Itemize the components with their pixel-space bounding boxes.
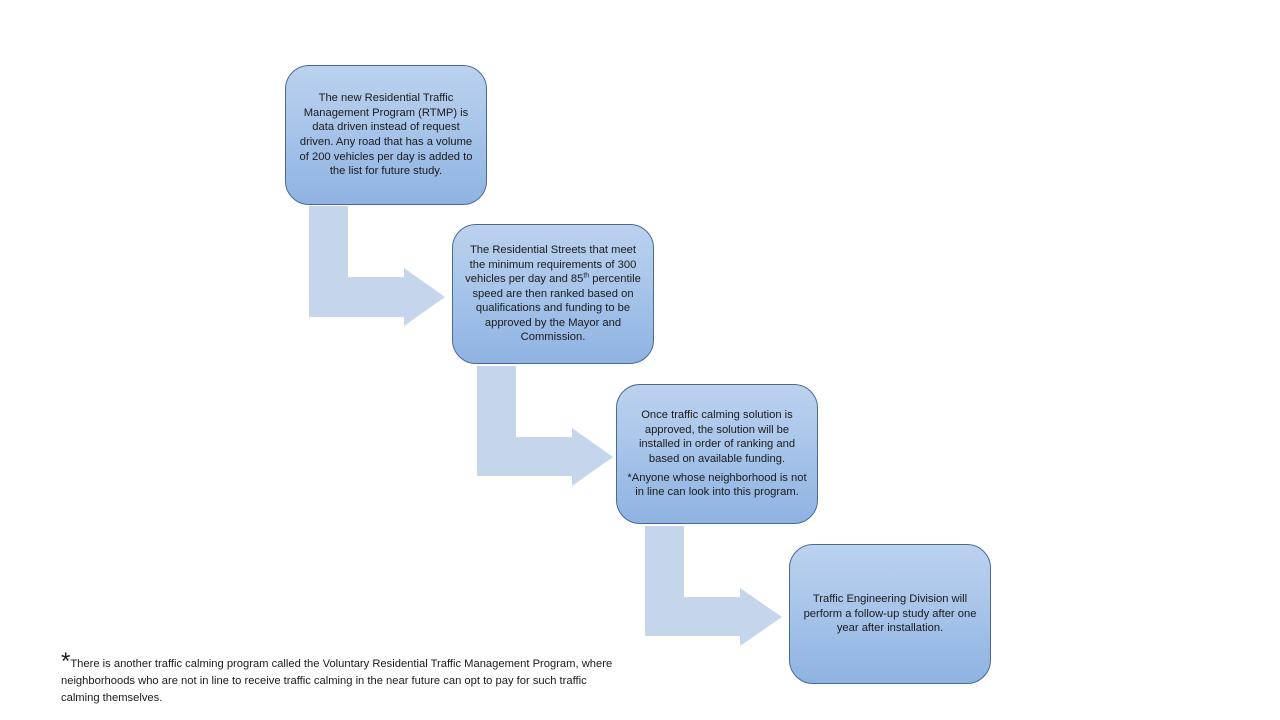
step-2-box: The Residential Streets that meet the mi…: [452, 224, 654, 364]
step-4-box: Traffic Engineering Division will perfor…: [789, 544, 991, 684]
step-1-text: The new Residential Traffic Management P…: [299, 92, 473, 178]
step-3-note: *Anyone whose neighborhood is not in lin…: [627, 471, 807, 499]
bent-arrow-2-shape: [477, 366, 613, 486]
bent-arrow-1-shape: [309, 206, 445, 326]
footnote-text: There is another traffic calming program…: [61, 658, 613, 704]
step-2-text-a: The Residential Streets that meet the mi…: [465, 243, 637, 286]
step-3-box: Once traffic calming solution is approve…: [616, 384, 818, 524]
step-1-box: The new Residential Traffic Management P…: [285, 65, 487, 205]
step-2-superscript: th: [583, 272, 590, 280]
footnote-asterisk: *: [61, 648, 71, 675]
step-3-text: Once traffic calming solution is approve…: [638, 409, 796, 465]
footnote: *There is another traffic calming progra…: [61, 650, 621, 707]
bent-arrow-3-shape: [645, 526, 782, 646]
step-2-text-b: percentile speed are then ranked based o…: [472, 273, 641, 344]
step-4-text: Traffic Engineering Division will perfor…: [803, 593, 977, 635]
step-2-text: The Residential Streets that meet the mi…: [461, 243, 645, 345]
